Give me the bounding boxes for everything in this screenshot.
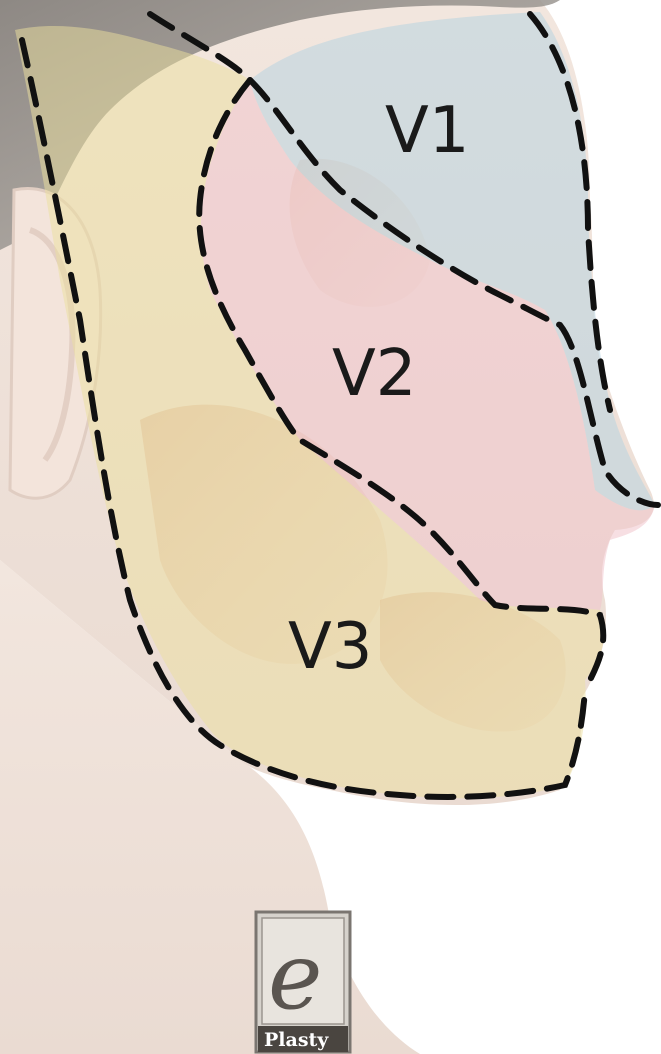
logo-letter: e: [268, 923, 322, 1030]
eplasty-logo: e Plasty: [256, 912, 350, 1052]
v3-label: V3: [288, 610, 373, 684]
logo-word: Plasty: [264, 1029, 329, 1051]
v1-label: V1: [385, 94, 470, 168]
v2-label: V2: [332, 337, 417, 411]
